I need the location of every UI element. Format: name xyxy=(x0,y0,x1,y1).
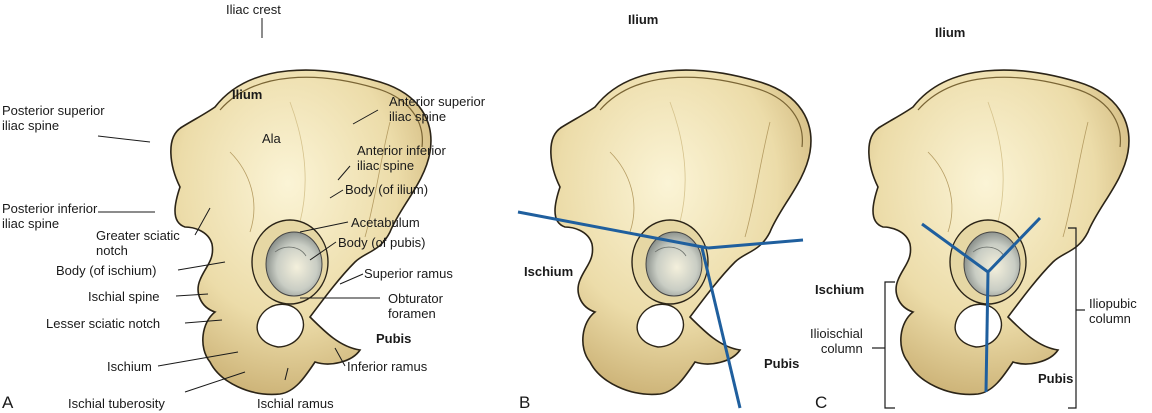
label-acetabulum: Acetabulum xyxy=(351,215,420,230)
label-ischium-a: Ischium xyxy=(107,359,152,374)
label-iliac-crest: Iliac crest xyxy=(226,2,281,17)
label-greater-sciatic-notch: Greater sciatic notch xyxy=(96,228,180,258)
label-body-of-ischium: Body (of ischium) xyxy=(56,263,157,278)
panel-letter-b: B xyxy=(519,393,531,412)
panel-letter-a: A xyxy=(2,393,14,412)
label-anterior-inferior-iliac-spine: Anterior inferior iliac spine xyxy=(357,143,446,173)
leader-lines-a xyxy=(97,18,380,393)
column-brackets-c xyxy=(872,227,1085,409)
column-lines-c xyxy=(921,216,1042,393)
label-ischial-ramus: Ischial ramus xyxy=(257,396,334,411)
label-ala: Ala xyxy=(262,131,281,146)
label-body-of-ilium: Body (of ilium) xyxy=(345,182,429,197)
label-body-of-pubis: Body (of pubis) xyxy=(338,235,426,250)
label-posterior-superior-iliac-spine: Posterior superior iliac spine xyxy=(2,103,105,133)
label-superior-ramus: Superior ramus xyxy=(364,266,453,281)
label-ilioischial-column: Ilioischial column xyxy=(810,326,863,356)
label-ilium-b: Ilium xyxy=(628,12,659,27)
label-ilium-a: Ilium xyxy=(232,87,263,102)
pelvis-bone-b xyxy=(550,69,812,396)
label-lesser-sciatic-notch: Lesser sciatic notch xyxy=(46,316,161,331)
label-pubis-c: Pubis xyxy=(1038,371,1074,386)
pelvis-bone-c xyxy=(868,69,1130,396)
label-pubis-a: Pubis xyxy=(376,331,412,346)
label-anterior-superior-iliac-spine: Anterior superior iliac spine xyxy=(389,94,486,124)
label-obturator-foramen: Obturator foramen xyxy=(388,291,443,321)
label-pubis-b: Pubis xyxy=(764,356,800,371)
label-ischial-spine: Ischial spine xyxy=(88,289,160,304)
panel-letter-c: C xyxy=(815,393,828,412)
division-lines-b xyxy=(517,210,804,409)
label-ischium-b: Ischium xyxy=(524,264,574,279)
label-inferior-ramus: Inferior ramus xyxy=(347,359,428,374)
label-posterior-inferior-iliac-spine: Posterior inferior iliac spine xyxy=(2,201,98,231)
label-ischial-tuberosity: Ischial tuberosity xyxy=(68,396,165,411)
label-iliopubic-column: Iliopubic column xyxy=(1089,296,1137,326)
label-ischium-c: Ischium xyxy=(815,282,865,297)
label-ilium-c: Ilium xyxy=(935,25,966,40)
